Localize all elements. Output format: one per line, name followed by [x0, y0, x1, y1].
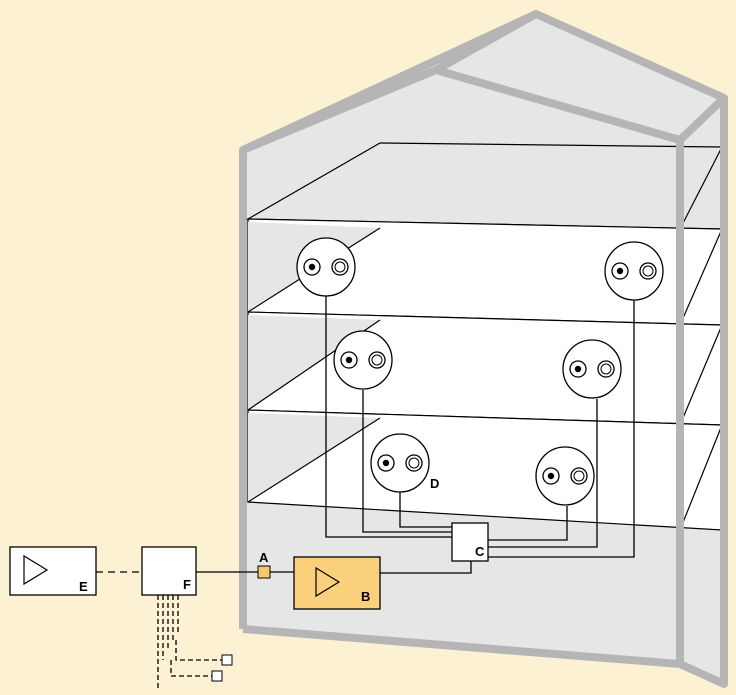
cable-outlet-2: [488, 296, 635, 558]
cable-outlet-3: [362, 390, 452, 533]
amplifier-b: [293, 556, 381, 610]
label-f: F: [183, 577, 191, 592]
roof-ridge-left: [241, 66, 438, 154]
label-e: E: [79, 579, 88, 594]
connector-a: [257, 565, 271, 579]
splitter-f-outputs: [157, 595, 222, 688]
roof-ridge-front: [434, 66, 682, 144]
floor-1-shadow: [248, 413, 380, 502]
right-edge-1: [679, 146, 723, 230]
label-b: B: [361, 589, 370, 604]
cable-outlet-1: [325, 296, 452, 538]
outlet-terminal: [221, 654, 233, 666]
amplifier-e: [9, 546, 97, 596]
cable-outlet-4: [488, 399, 598, 548]
floor-1-edge: [247, 417, 381, 503]
cable-outlet-6: [488, 506, 568, 541]
wall-outlet: [535, 446, 595, 506]
outlet-terminal: [211, 670, 223, 682]
splitter-f: [141, 546, 197, 596]
roof-ridge-back: [434, 10, 538, 74]
cable-b-to-c: [380, 561, 472, 574]
wall-outlet: [333, 330, 393, 390]
wall-outlet: [296, 237, 356, 297]
wall-outlet-d: [370, 433, 430, 493]
outlet-cables: [325, 296, 635, 558]
junction-box-c: [451, 522, 489, 562]
roof-right-edge: [677, 95, 727, 143]
amplifier-b-triangle-icon: [315, 566, 341, 598]
right-edge-3: [679, 324, 723, 426]
right-edge-2: [679, 228, 723, 326]
floors: [245, 98, 728, 684]
label-d: D: [430, 476, 439, 491]
right-edge-4: [679, 424, 723, 531]
amplifier-e-triangle-icon: [23, 554, 49, 586]
outlets: [296, 237, 664, 506]
label-c: C: [475, 544, 485, 559]
wall-outlet: [604, 241, 664, 301]
wall-outlet: [562, 339, 622, 399]
label-a: A: [259, 550, 269, 565]
